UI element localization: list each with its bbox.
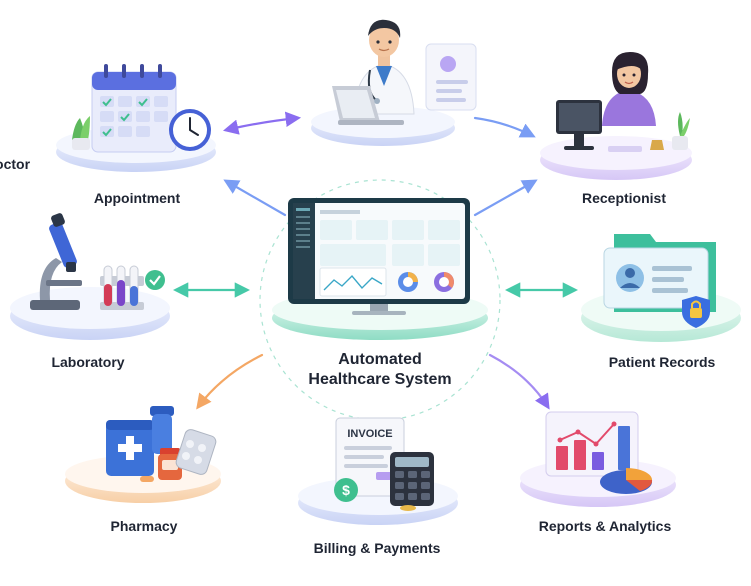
arrow-doctor-receptionist (473, 116, 536, 138)
arrow-center-pharmacy (196, 353, 264, 410)
center-title-line2: Healthcare System (308, 371, 452, 388)
billing-label: Billing & Payments (314, 540, 441, 556)
connectors (172, 111, 579, 410)
reports-label: Reports & Analytics (539, 518, 672, 534)
center-node[interactable] (272, 198, 488, 340)
doctor-at-laptop-icon (332, 19, 477, 125)
dashboard-monitor-icon (288, 198, 470, 315)
center-title: Automated Healthcare System (308, 350, 451, 390)
patient-records-label: Patient Records (609, 354, 716, 370)
laboratory-node[interactable]: Laboratory (10, 212, 170, 370)
folder-id-card-lock-icon (603, 234, 716, 328)
appointment-node[interactable]: Appointment (56, 64, 216, 206)
center-dashed-ring (259, 179, 501, 421)
invoice-text: INVOICE (347, 428, 392, 440)
doctor-label: Doctor (0, 156, 31, 172)
center-title-line1: Automated (338, 351, 422, 368)
reports-node[interactable]: Reports & Analytics (520, 411, 676, 534)
receptionist-at-desk-icon (556, 52, 690, 152)
appointment-label: Appointment (94, 190, 181, 206)
arrow-doctor-appointment (223, 111, 302, 135)
invoice-calculator-icon: INVOICE $ (334, 417, 434, 511)
patient-records-node[interactable]: Patient Records (581, 234, 741, 370)
microscope-test-tubes-icon (30, 213, 165, 310)
calendar-clock-icon (72, 64, 211, 153)
pharmacy-node[interactable]: Pharmacy (65, 406, 221, 534)
arrow-center-receptionist (473, 179, 538, 217)
arrow-center-reports (488, 353, 550, 410)
medicine-bottles-icon (106, 406, 217, 482)
receptionist-label: Receptionist (582, 190, 666, 206)
billing-node[interactable]: INVOICE $ Billing & Payments (298, 417, 458, 556)
doctor-node[interactable]: Doctor (0, 19, 477, 172)
dollar-icon: $ (342, 482, 350, 498)
arrow-center-appointment (223, 179, 287, 217)
pharmacy-label: Pharmacy (111, 518, 178, 534)
receptionist-node[interactable]: Receptionist (540, 52, 692, 206)
laboratory-label: Laboratory (51, 354, 124, 370)
bar-chart-pie-icon (545, 411, 653, 494)
